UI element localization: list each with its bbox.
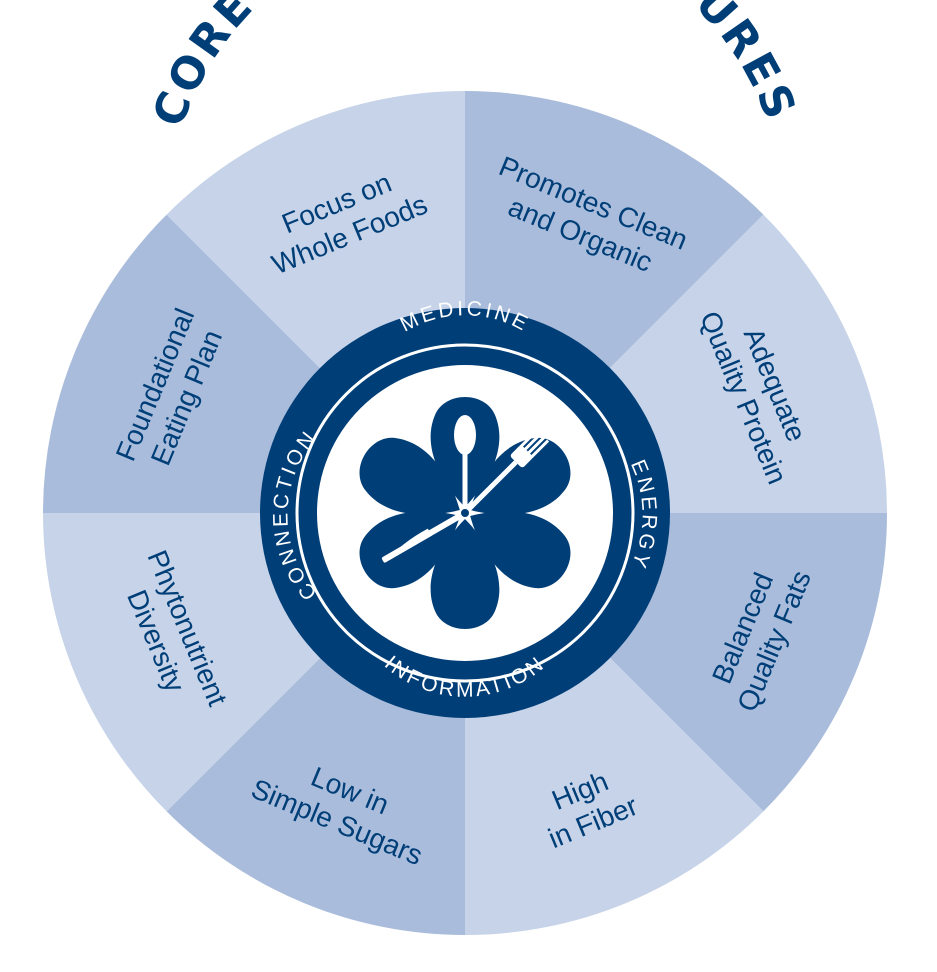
flower-petal: [470, 438, 571, 515]
flower-petal: [470, 511, 571, 588]
fork-icon: [464, 428, 550, 514]
flower-petal: [359, 438, 460, 515]
center-inner-ring-line: [295, 343, 635, 683]
flower-petal: [430, 519, 500, 629]
spoon-icon: [454, 415, 476, 508]
knife-icon: [381, 511, 466, 564]
flower-with-spoon-fork-knife-icon: [359, 397, 571, 629]
